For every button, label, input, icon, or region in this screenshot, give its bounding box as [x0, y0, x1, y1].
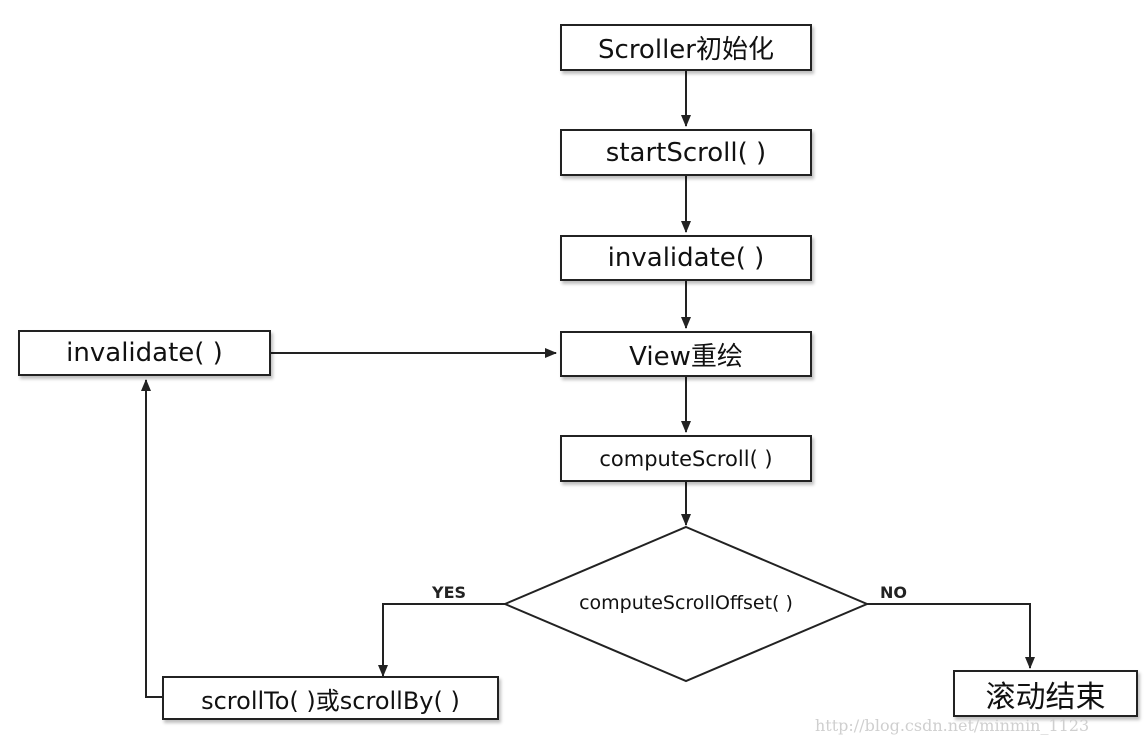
node-compute-scroll: computeScroll( ) [560, 435, 812, 482]
node-view-redraw-label: View重绘 [629, 341, 743, 372]
watermark-text: http://blog.csdn.net/minmin_1123 [815, 716, 1090, 735]
node-start-scroll: startScroll( ) [560, 129, 812, 176]
node-scroller-init: Scroller初始化 [560, 24, 812, 71]
node-scroll-end: 滚动结束 [953, 670, 1138, 717]
node-scroll-end-label: 滚动结束 [985, 679, 1106, 715]
node-compute-scroll-label: computeScroll( ) [599, 446, 773, 471]
node-invalidate-main-label: invalidate( ) [607, 243, 765, 273]
node-invalidate-main: invalidate( ) [560, 235, 812, 281]
arrow-yes-branch [378, 603, 505, 677]
node-view-redraw: View重绘 [560, 331, 812, 377]
node-scroll-to-by-label: scrollTo( )或scrollBy( ) [201, 686, 460, 715]
decision-label: computeScrollOffset( ) [579, 592, 793, 614]
arrow-no-branch [867, 603, 1035, 669]
node-scroll-to-by: scrollTo( )或scrollBy( ) [162, 676, 499, 720]
edge-label-yes: YES [432, 583, 467, 602]
node-scroller-init-label: Scroller初始化 [598, 35, 774, 65]
arrow-loop-back [141, 379, 162, 698]
node-invalidate-loop-label: invalidate( ) [66, 338, 223, 368]
edge-label-no: NO [880, 583, 907, 602]
decision-diamond [502, 525, 870, 683]
node-invalidate-loop: invalidate( ) [18, 330, 271, 376]
node-start-scroll-label: startScroll( ) [605, 137, 767, 168]
